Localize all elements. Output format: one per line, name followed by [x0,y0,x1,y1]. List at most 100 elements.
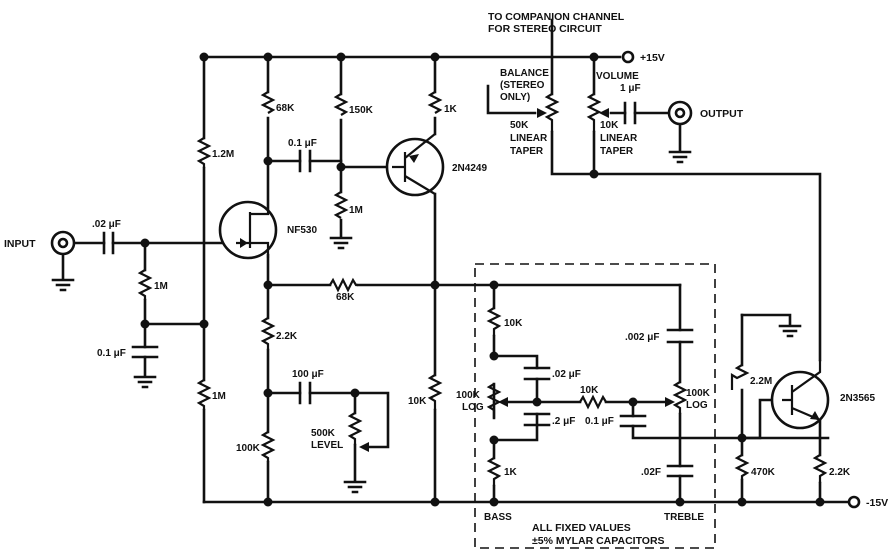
r-in-bias-label: 1M [154,281,168,292]
r-source2-label: 100K [236,443,261,454]
neg-supply-label: -15V [866,497,888,509]
pot-balance-value: 50K [510,120,529,131]
pot-balance-taper-2: TAPER [510,146,544,157]
r-source-label: 2.2K [276,331,298,342]
r-q3-bot-label: 470K [751,467,776,478]
q1-label: NF530 [287,225,317,236]
bass-c-top-label: .02 μF [552,369,581,380]
bass-pot-taper: LOG [462,402,484,413]
pot-volume-value: 10K [600,120,619,131]
transistors [218,133,830,430]
pot-balance-taper-1: LINEAR [510,133,548,144]
note-line-2: ±5% MYLAR CAPACITORS [532,535,665,547]
pos-supply-label: +15V [640,52,665,64]
cap-0-1uf-couple [298,149,312,173]
c-couple-label: 0.1 μF [288,138,317,149]
resistor-2-2m [730,364,750,390]
pnp-2n4249-symbol [385,137,445,197]
resistor-100k [260,431,276,462]
wires [61,18,850,504]
resistor-2-2k [260,317,276,350]
cap-0-1uf-bias [131,345,159,359]
cap-002uf-treble [666,328,694,344]
labels: INPUT OUTPUT +15V -15V TO COMPANION CHAN… [4,11,888,547]
pot-treble [672,381,688,414]
pot-bass [486,383,502,418]
resistor-470k [734,454,750,480]
treble-pot-value: 100K [686,388,711,399]
resistor-1-2m [196,137,212,168]
cap-2uf-bass [523,412,551,427]
r-bias-bot-label: 1M [212,391,226,402]
resistor-2-2k-q3 [812,454,828,483]
resistor-10k-collector [427,374,443,410]
resistor-1m-base [333,191,349,219]
treble-pot-taper: LOG [686,400,708,411]
bass-pot-value: 100K [456,390,481,401]
pot-volume [586,93,602,132]
grounds [51,150,802,494]
bass-c-bot-label: .2 μF [552,416,575,427]
treble-label: TREBLE [664,512,704,523]
cap-100uf [298,381,312,405]
companion-label-2: FOR STEREO CIRCUIT [488,23,602,35]
cap-02f-treble [666,464,694,478]
r-bias-top-label: 1.2M [212,149,234,160]
balance-label-3: ONLY) [500,92,530,103]
resistor-1m-input [137,269,153,300]
bass-label: BASS [484,512,512,523]
q2-label: 2N4249 [452,163,487,174]
output-label: OUTPUT [700,108,744,120]
cap-02uf-input [102,231,115,255]
resistors [137,91,828,486]
pot-level-value: 500K [311,428,336,439]
treble-c-bot-label: .02F [641,467,661,478]
r-q3-emitter-label: 2.2K [829,467,851,478]
resistor-1m-left [196,379,212,410]
balance-label-2: (STEREO [500,80,545,91]
volume-label: VOLUME [596,71,639,82]
input-label: INPUT [4,238,36,250]
resistor-150k [333,93,349,116]
r-feedback-label: 68K [336,292,355,303]
capacitors [102,101,694,478]
cap-0-1uf-mid [619,414,647,428]
junctions [140,52,825,507]
c-out-label: 1 μF [620,83,641,94]
resistor-10k-mid [579,394,607,410]
r-base-top-label: 150K [349,105,374,116]
connectors [50,50,861,509]
pot-level-name: LEVEL [311,440,343,451]
r-drain-label: 68K [276,103,295,114]
pot-balance [544,93,560,132]
q3-label: 2N3565 [840,393,875,404]
neg-supply-terminal [847,495,861,509]
resistor-10k-bass [486,307,502,336]
r-q3-top-label: 2.2M [750,376,772,387]
note-line-1: ALL FIXED VALUES [532,522,631,534]
tone-control-boundary [474,263,716,549]
c-in-label: .02 μF [92,219,121,230]
r-collector-label: 10K [408,396,427,407]
bass-r-top-label: 10K [504,318,523,329]
companion-label-1: TO COMPANION CHANNEL [488,11,625,23]
balance-label-1: BALANCE [500,68,549,79]
treble-c-top-label: .002 μF [625,332,659,343]
pos-supply-terminal [621,50,635,64]
resistor-1k-bass [486,457,502,486]
tone-c-mid-label: 0.1 μF [585,416,614,427]
cap-02uf-bass [523,366,551,381]
cap-1uf-out [623,101,637,125]
r-base-bot-label: 1M [349,205,363,216]
resistor-1k [427,91,443,114]
pot-volume-taper-1: LINEAR [600,133,638,144]
tone-r-mid-label: 10K [580,385,599,396]
bass-r-bot-label: 1K [504,467,518,478]
resistor-68k-drain [260,91,276,114]
c-bias-label: 0.1 μF [97,348,126,359]
pot-level [347,412,363,445]
r-emitter-label: 1K [444,104,458,115]
c-level-label: 100 μF [292,369,324,380]
pot-volume-taper-2: TAPER [600,146,634,157]
